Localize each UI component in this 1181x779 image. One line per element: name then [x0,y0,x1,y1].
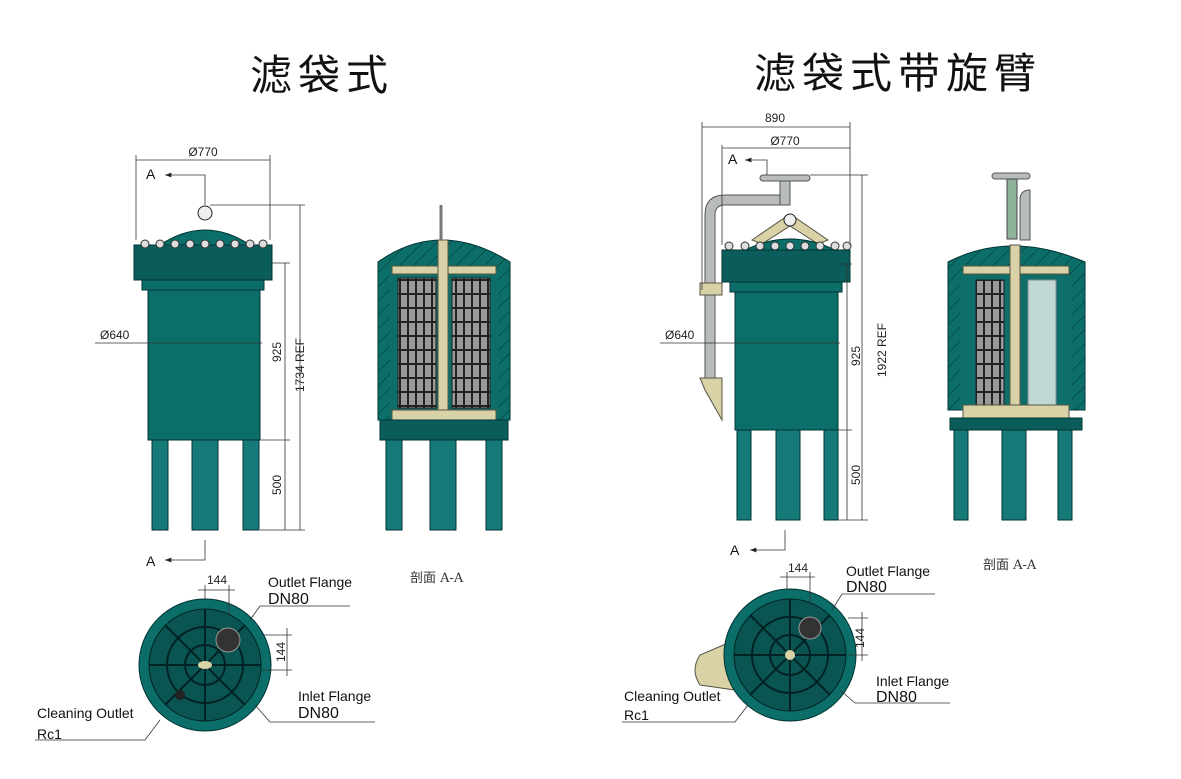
right-dims-total_h: 1922 REF [875,323,889,377]
left-cleaning-size: Rc1 [37,726,62,742]
left-outlet-size: DN80 [268,591,309,608]
left-dims-plan_x: 144 [207,573,227,587]
right-dims-leg_h: 500 [849,465,863,485]
left-inlet-size: DN80 [298,705,339,722]
right-dims-plan_y: 144 [853,628,867,648]
section-label-left: 剖面 A-A [410,571,464,586]
vessel-front-right [699,174,852,521]
left-cleaning-name: Cleaning Outlet [37,705,134,721]
vessel-section-right [947,172,1086,521]
left-dims-body_h: 925 [270,342,284,362]
plan-view-right [694,588,857,722]
plan-annotations-left: 144 144 Outlet Flange DN80 Inlet Flange … [35,573,375,742]
title-right: 滤袋式带旋臂 [754,49,1042,98]
left-dims-total_h: 1734 REF [293,338,307,392]
left-dims-plan_y: 144 [274,642,288,662]
right-inlet-size: DN80 [876,689,917,706]
right-section_arrow: A [728,151,738,167]
handwheel-icon [759,174,811,182]
left-dims-leg_h: 500 [270,475,284,495]
pressure-gauge-icon [197,205,213,221]
right-dims-overall_w: 890 [765,111,785,125]
plan-view-left [138,598,272,732]
right-dims-body_h: 925 [849,346,863,366]
right-outlet-size: DN80 [846,579,887,596]
left-outlet-name: Outlet Flange [268,574,352,590]
left-dims-top_dia: Ø770 [188,145,218,159]
right-outlet-name: Outlet Flange [846,563,930,579]
right-cleaning-name: Cleaning Outlet [624,688,721,704]
right-inlet-name: Inlet Flange [876,673,949,689]
right-dims-top_dia: Ø770 [770,134,800,148]
dimensions-left: Ø770 A 1734 REF 925 500 Ø640 A [95,145,307,569]
vessel-section-left [377,205,511,531]
right-cleaning-size: Rc1 [624,707,649,723]
title-left: 滤袋式 [250,51,394,100]
pressure-gauge-icon [783,213,797,227]
dimensions-right: 890 Ø770 A 1922 REF 925 500 Ø640 A [660,111,889,558]
left-section_arrow: A [146,553,156,569]
vessel-front-left [133,205,273,531]
handwheel-icon [991,172,1031,180]
left-dims-body_dia: Ø640 [100,328,130,342]
right-dims-body_dia: Ø640 [665,328,695,342]
section-label-right: 剖面 A-A [983,558,1037,573]
right-section_arrow: A [730,542,740,558]
section-arrow-label: A [146,166,156,182]
plan-annotations-right: 144 144 Outlet Flange DN80 Inlet Flange … [622,561,950,723]
right-dims-plan_x: 144 [788,561,808,575]
left-inlet-name: Inlet Flange [298,688,371,704]
